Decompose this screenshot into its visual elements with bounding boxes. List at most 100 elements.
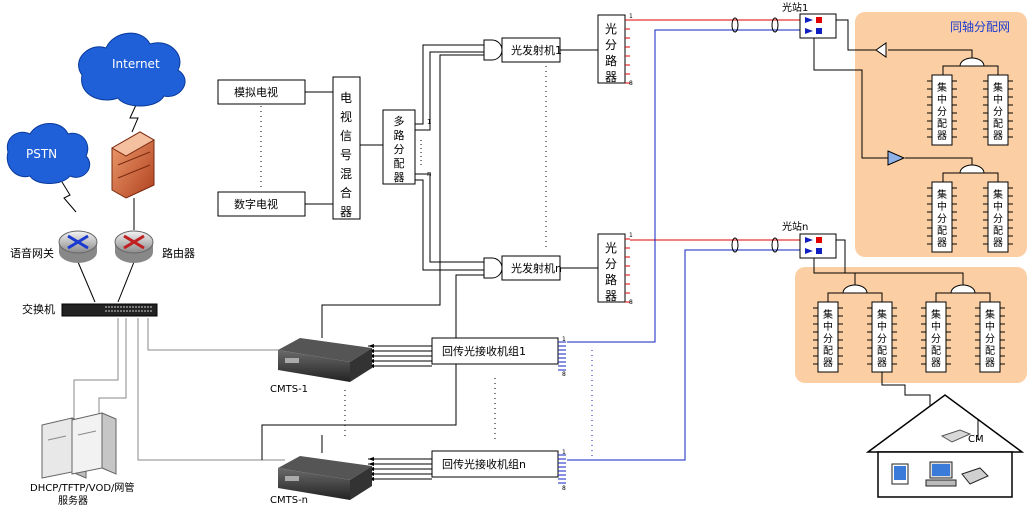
- concentrator-char: 分: [985, 333, 995, 345]
- concentrator-char: 中: [985, 320, 995, 333]
- concentrator-char: 中: [823, 320, 833, 333]
- splitter-port-last: n: [427, 170, 431, 178]
- arrow-head: [368, 462, 374, 466]
- signal-mixer-box: [332, 76, 361, 220]
- optical-station-1: [799, 13, 837, 39]
- tap-icon: [959, 164, 985, 174]
- osplit-n-char: 器: [605, 289, 617, 303]
- mixer-char: 号: [340, 148, 352, 162]
- receiver-group-1-label: 回传光接收机组1: [442, 344, 526, 358]
- concentrator-char: 中: [937, 200, 947, 213]
- concentrator-body: [987, 74, 1009, 146]
- concentrator-char: 集: [985, 308, 995, 321]
- concentrator-char: 集: [937, 188, 947, 201]
- mixer-char: 电: [340, 91, 352, 105]
- transmitter-n-amp: [483, 257, 503, 279]
- mixer-char: 器: [340, 205, 352, 219]
- transmitter-1-box: [501, 37, 561, 63]
- splitter-port-first: 1: [427, 118, 431, 126]
- servers-label-line2: 服务器: [58, 494, 88, 507]
- osn-port-last: 8: [629, 299, 633, 306]
- concentrator-char: 器: [993, 237, 1003, 249]
- cmts-1-device: [278, 338, 372, 382]
- concentrator-body: [817, 301, 839, 373]
- concentrator-char: 器: [823, 357, 833, 369]
- concentrator-char: 配: [937, 225, 947, 237]
- rx1-port-last: 8: [562, 371, 566, 378]
- concentrator-char: 中: [877, 320, 887, 333]
- analog-tv-box: [217, 79, 306, 105]
- osplit-n-char: 光: [605, 241, 617, 255]
- cmts-n-label: CMTS-n: [270, 495, 308, 506]
- concentrator-body: [931, 181, 953, 253]
- concentrator-char: 分: [931, 333, 941, 345]
- splitter-char: 配: [394, 157, 405, 170]
- concentrator-char: 集: [823, 308, 833, 321]
- tap-icon: [950, 284, 976, 294]
- splitter-char: 器: [394, 171, 405, 184]
- optical-splitter-1: [597, 14, 626, 84]
- splitter-char: 路: [394, 129, 405, 142]
- mixer-char: 混: [340, 167, 352, 181]
- concentrator-body: [979, 301, 1001, 373]
- receiver-1-ports: [558, 341, 566, 371]
- cable-modem-icon: [940, 429, 972, 443]
- internet-label: Internet: [112, 57, 160, 71]
- tap-icon: [842, 284, 868, 294]
- concentrator-char: 配: [993, 118, 1003, 130]
- concentrator-char: 配: [931, 345, 941, 357]
- concentrator-char: 分: [993, 213, 1003, 225]
- concentrator-char: 中: [931, 320, 941, 333]
- concentrator-char: 器: [931, 357, 941, 369]
- coax-amplifier-2-icon: [887, 150, 906, 166]
- transmitter-n-label: 光发射机n: [511, 261, 562, 275]
- receiver-group-1-box: [431, 337, 559, 365]
- coax-amplifier-1-icon: [875, 42, 887, 58]
- coax-network-region-2: [795, 267, 1027, 383]
- mixer-char: 合: [340, 185, 352, 200]
- rxn-port-last: 8: [562, 485, 566, 492]
- os1-port-first: 1: [629, 13, 633, 20]
- cmts-1-label: CMTS-1: [270, 384, 308, 395]
- osplit-1-char: 光: [605, 22, 617, 36]
- router-icon: [114, 230, 154, 263]
- multi-splitter-box: [382, 109, 416, 185]
- concentrator-char: 配: [877, 345, 887, 357]
- concentrator-char: 集: [931, 308, 941, 321]
- switch-icon: [61, 303, 158, 317]
- transmitter-n-box: [501, 255, 561, 281]
- concentrator-char: 配: [993, 225, 1003, 237]
- receiver-n-ports: [558, 454, 566, 484]
- transmitter-1-amp: [483, 39, 503, 61]
- concentrator-char: 器: [877, 357, 887, 369]
- os1-port-last: 8: [629, 80, 633, 87]
- concentrator-char: 集: [993, 81, 1003, 94]
- osplit-1-char: 路: [605, 53, 617, 68]
- concentrator-char: 器: [937, 237, 947, 249]
- analog-tv-label: 模拟电视: [234, 85, 278, 99]
- cm-label: CM: [968, 434, 984, 445]
- cmts-n-device: [278, 456, 372, 500]
- internet-cloud: Internet: [78, 32, 186, 107]
- concentrator-char: 分: [937, 106, 947, 118]
- arrow-head: [368, 457, 374, 461]
- concentrator-char: 中: [937, 93, 947, 106]
- digital-tv-label: 数字电视: [234, 197, 278, 211]
- mixer-char: 视: [340, 109, 352, 124]
- computer-monitor-icon: [891, 463, 909, 485]
- concentrator-char: 配: [937, 118, 947, 130]
- tap-icon: [959, 57, 985, 67]
- optical-splitter-n-ports: [625, 238, 630, 303]
- osplit-1-char: 分: [605, 38, 617, 52]
- voice-gateway-icon: [58, 230, 98, 263]
- concentrator-body: [925, 301, 947, 373]
